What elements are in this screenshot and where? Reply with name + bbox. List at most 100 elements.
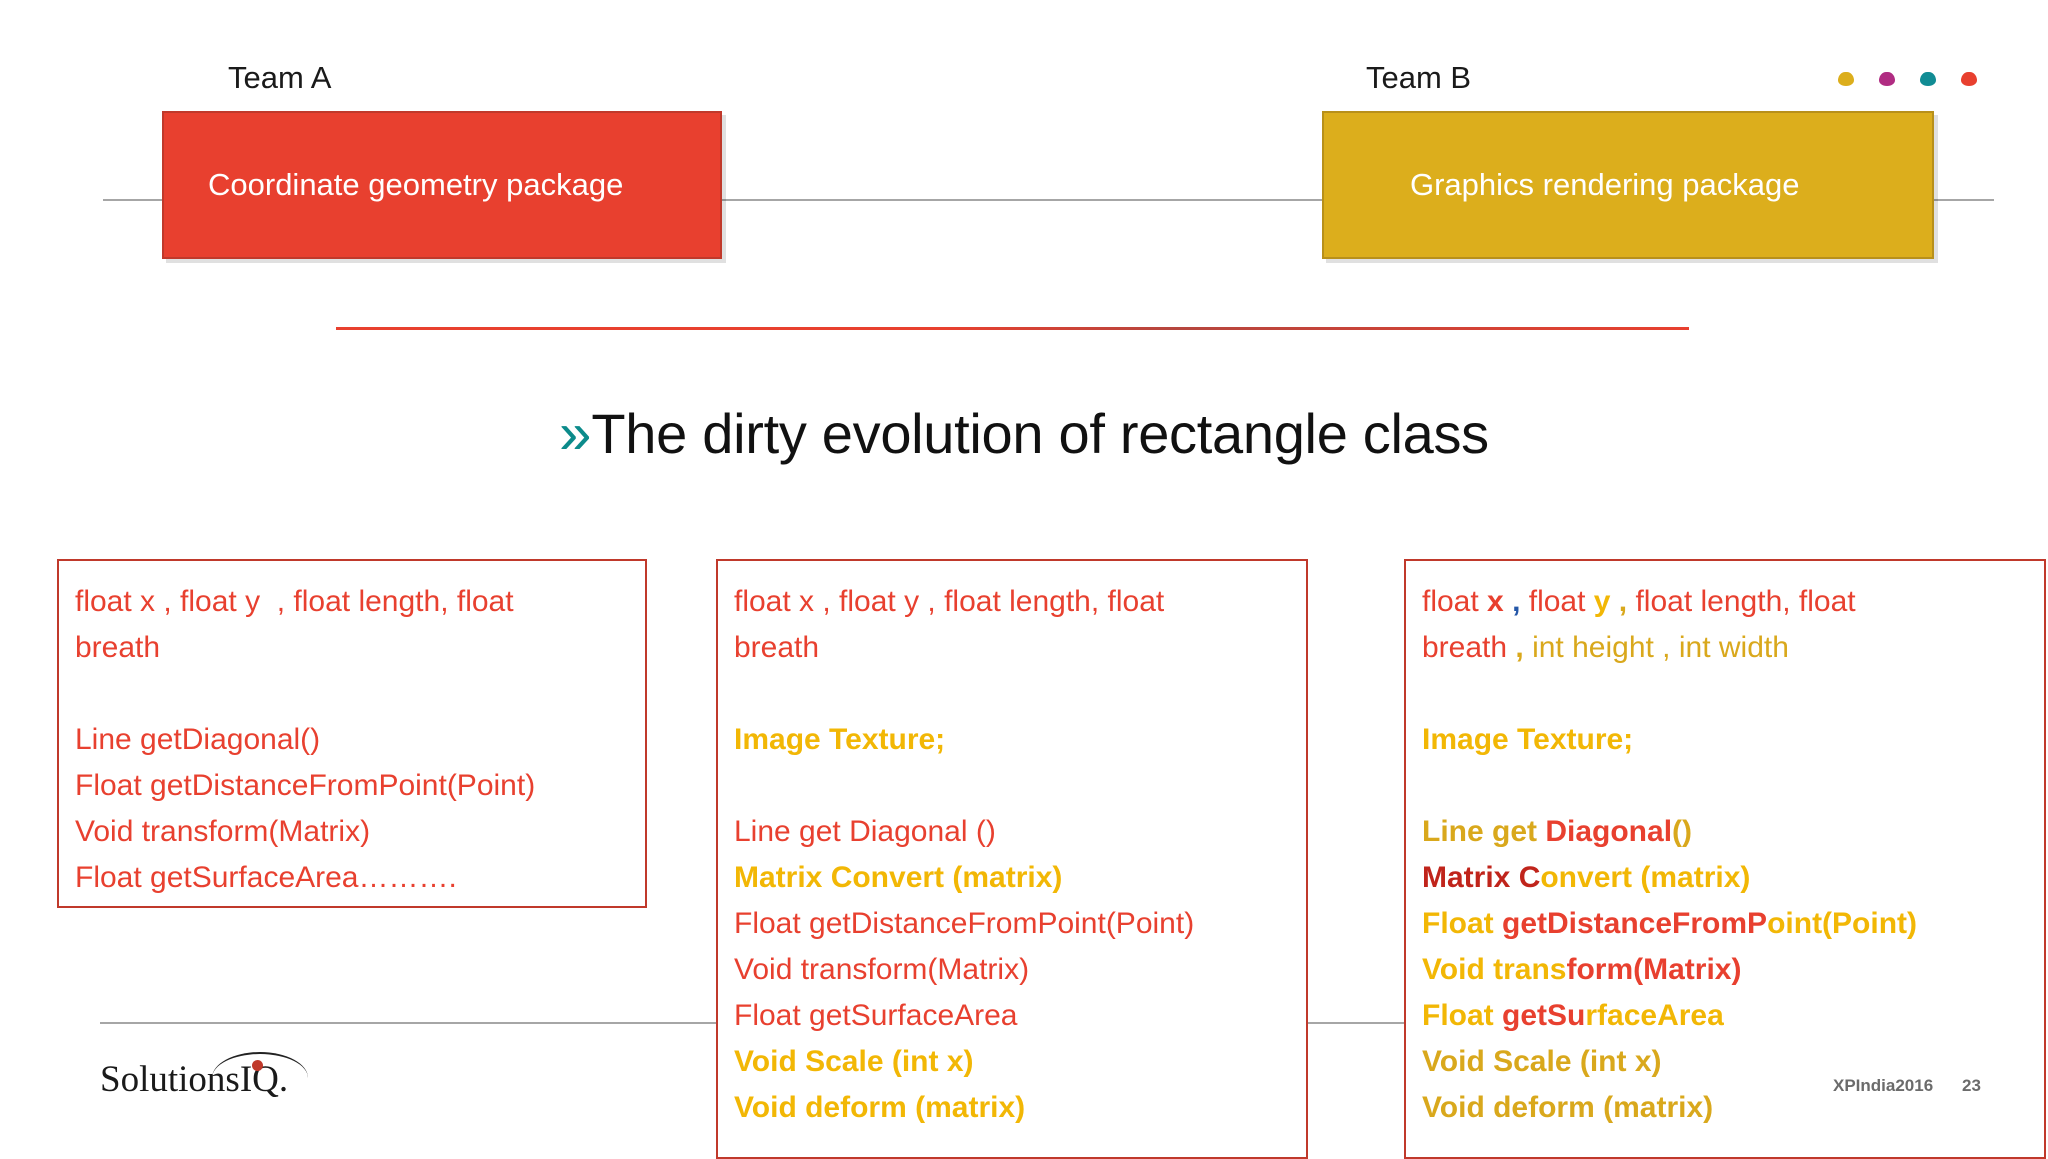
code-line: Float getSurfaceArea bbox=[734, 993, 1306, 1039]
code-line: Line get Diagonal() bbox=[1422, 809, 2044, 855]
team-b-label: Team B bbox=[1366, 60, 1472, 95]
title-bullet-icon: » bbox=[559, 401, 592, 466]
code-line: Line get Diagonal () bbox=[734, 809, 1306, 855]
code-line: Float getSurfaceArea………. bbox=[75, 855, 645, 901]
code-line: breath bbox=[734, 625, 1306, 671]
connector-rule-middle bbox=[721, 199, 1323, 201]
code-segment: float x , float y , float length, float bbox=[75, 585, 514, 618]
code-segment: , bbox=[1507, 631, 1524, 664]
code-segment: float length, float bbox=[1627, 585, 1856, 618]
code-line: Float getDistanceFromPoint(Point) bbox=[75, 763, 645, 809]
title-text: The dirty evolution of rectangle class bbox=[591, 402, 1489, 465]
code-segment: breath bbox=[734, 631, 820, 664]
code-line: Void deform (matrix) bbox=[1422, 1085, 2044, 1131]
code-segment: Float getSurfaceArea bbox=[734, 999, 1018, 1032]
code-segment: Diagonal bbox=[1545, 815, 1673, 848]
code-line: Matrix Convert (matrix) bbox=[1422, 855, 2044, 901]
code-segment: Float getDistanceFromPoint(Point) bbox=[734, 907, 1195, 940]
code-segment: Float bbox=[1422, 907, 1502, 940]
code-line bbox=[734, 763, 1306, 809]
code-line: float x , float y , float length, float bbox=[734, 579, 1306, 625]
code-line: Void deform (matrix) bbox=[734, 1085, 1306, 1131]
code-line: Void transform(Matrix) bbox=[75, 809, 645, 855]
team-a-package-label: Coordinate geometry package bbox=[208, 167, 624, 202]
code-line bbox=[1422, 671, 2044, 717]
code-segment: Line getDiagonal() bbox=[75, 723, 321, 756]
code-line: Float getDistanceFromPoint(Point) bbox=[1422, 901, 2044, 947]
code-panel-2: float x , float y , float length, float b… bbox=[716, 559, 1308, 1159]
code-line: Float getDistanceFromPoint(Point) bbox=[734, 901, 1306, 947]
code-line: float x , float y , float length, float bbox=[75, 579, 645, 625]
code-line: Void transform(Matrix) bbox=[734, 947, 1306, 993]
code-line: breath , int height , int width bbox=[1422, 625, 2044, 671]
code-segment: int height , int width bbox=[1523, 631, 1789, 664]
code-segment: Void trans bbox=[1422, 953, 1567, 986]
code-segment: Matrix C bbox=[1422, 861, 1541, 894]
code-segment: () bbox=[1672, 815, 1693, 848]
code-segment: Image Texture; bbox=[734, 723, 946, 756]
code-segment: breath bbox=[75, 631, 161, 664]
code-segment: form(Matrix) bbox=[1566, 953, 1742, 986]
footer-conference-label: XPIndia2016 bbox=[1833, 1076, 1934, 1095]
code-segment: Image Texture; bbox=[1422, 723, 1634, 756]
code-line: Void Scale (int x) bbox=[1422, 1039, 2044, 1085]
page-title: »The dirty evolution of rectangle class bbox=[0, 400, 2048, 467]
code-line: Image Texture; bbox=[734, 717, 1306, 763]
code-segment: getSu bbox=[1502, 999, 1586, 1032]
code-segment: Float bbox=[1422, 999, 1502, 1032]
logo-arc-icon bbox=[212, 1052, 308, 1078]
code-line: Float getSurfaceArea bbox=[1422, 993, 2044, 1039]
code-segment: oint(Point) bbox=[1767, 907, 1918, 940]
code-segment: float x , float y , float length, float bbox=[734, 585, 1165, 618]
code-line: Image Texture; bbox=[1422, 717, 2044, 763]
connector-rule-left bbox=[103, 199, 163, 201]
decorative-dots bbox=[1838, 72, 1977, 86]
accent-divider bbox=[336, 327, 1689, 330]
code-segment: onvert (matrix) bbox=[1540, 861, 1751, 894]
code-segment: Void Scale (int x) bbox=[734, 1045, 974, 1078]
solutionsiq-logo: SolutionsIQ. bbox=[100, 1052, 330, 1118]
code-segment: Void transform(Matrix) bbox=[75, 815, 371, 848]
logo-dot-icon bbox=[252, 1060, 263, 1071]
code-segment: , bbox=[1503, 585, 1521, 618]
code-segment: Void Scale (int x) bbox=[1422, 1045, 1662, 1078]
code-panel-1: float x , float y , float length, float b… bbox=[57, 559, 647, 908]
connector-rule-right bbox=[1934, 199, 1994, 201]
footer-rule-right bbox=[1308, 1022, 1404, 1024]
code-segment: Float getSurfaceArea………. bbox=[75, 861, 457, 894]
code-segment: getDistanceFromP bbox=[1502, 907, 1768, 940]
code-segment: rfaceArea bbox=[1585, 999, 1724, 1032]
team-a-package-box[interactable]: Coordinate geometry package bbox=[162, 111, 722, 259]
footer-page-number: 23 bbox=[1962, 1076, 1981, 1095]
code-line: breath bbox=[75, 625, 645, 671]
code-segment: Matrix Convert (matrix) bbox=[734, 861, 1063, 894]
dot-red-icon bbox=[1961, 72, 1977, 86]
code-segment: float bbox=[1520, 585, 1594, 618]
code-segment: Void deform (matrix) bbox=[734, 1091, 1026, 1124]
code-segment: Line get bbox=[1422, 815, 1546, 848]
team-b-package-label: Graphics rendering package bbox=[1410, 167, 1800, 202]
dot-teal-icon bbox=[1920, 72, 1936, 86]
code-line: float x , float y , float length, float bbox=[1422, 579, 2044, 625]
code-line bbox=[734, 671, 1306, 717]
team-b-package-box[interactable]: Graphics rendering package bbox=[1322, 111, 1934, 259]
dot-gold-icon bbox=[1838, 72, 1854, 86]
code-line: Matrix Convert (matrix) bbox=[734, 855, 1306, 901]
code-segment: , bbox=[1610, 585, 1628, 618]
team-a-label: Team A bbox=[228, 60, 332, 95]
dot-magenta-icon bbox=[1879, 72, 1895, 86]
footer-rule-left bbox=[100, 1022, 716, 1024]
code-line: Void transform(Matrix) bbox=[1422, 947, 2044, 993]
code-line bbox=[1422, 763, 2044, 809]
code-line bbox=[75, 671, 645, 717]
code-segment: Float getDistanceFromPoint(Point) bbox=[75, 769, 536, 802]
code-line: Void Scale (int x) bbox=[734, 1039, 1306, 1085]
code-segment: Void transform(Matrix) bbox=[734, 953, 1030, 986]
code-segment: x bbox=[1487, 585, 1504, 618]
code-segment: breath bbox=[1422, 631, 1508, 664]
code-segment: y bbox=[1593, 585, 1611, 618]
code-segment: Void deform (matrix) bbox=[1422, 1091, 1714, 1124]
code-segment: float bbox=[1422, 585, 1488, 618]
